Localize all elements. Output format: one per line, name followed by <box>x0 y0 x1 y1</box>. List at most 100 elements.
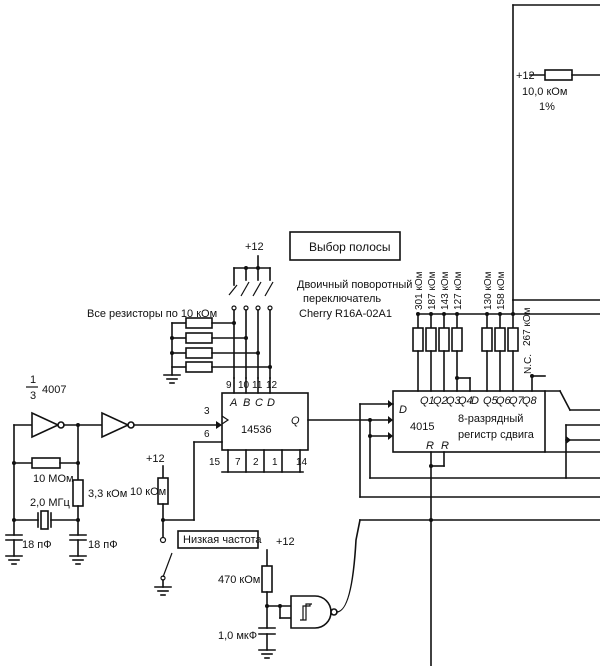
dac-resistor-value: 301 кОм <box>414 271 425 310</box>
clock-input-marker <box>221 415 230 425</box>
sr-title-line1: 8-разрядный <box>458 413 523 425</box>
junction-dot <box>455 376 459 380</box>
band-select-label: Выбор полосы <box>309 240 391 254</box>
counter-pin-left: 6 <box>204 429 210 440</box>
junction-dot <box>170 336 174 340</box>
top-resistor <box>544 69 573 81</box>
counter-input-letter: C <box>255 397 263 409</box>
inverter-fraction-num: 1 <box>30 374 36 386</box>
junction-dot <box>530 374 534 378</box>
counter-output-q: Q <box>291 415 300 427</box>
nand-output-wire <box>336 519 361 613</box>
top-supply-label: +12 <box>516 70 535 82</box>
low-freq-label: Низкая частота <box>183 534 262 546</box>
clock-arrow <box>216 421 222 429</box>
switch-caption-line1: Двоичный поворотный <box>297 279 412 291</box>
schmitt-symbol-icon <box>300 603 312 621</box>
band-select-box: Выбор полосы <box>289 231 401 261</box>
inverter-fraction-den: 3 <box>30 390 36 402</box>
dac-resistor-ladder: 301 кОм 187 кОм 143 кОм 127 кОм 130 кОм … <box>412 271 600 392</box>
rc-resistor <box>261 565 273 593</box>
junction-dot <box>455 312 459 316</box>
rc-resistor-value: 470 кОм <box>218 574 260 586</box>
dac-resistor-value: 187 кОм <box>427 271 438 310</box>
counter-part-number: 14536 <box>241 424 272 436</box>
counter-pin-bottom: 14 <box>296 457 308 468</box>
top-resistor-tolerance: 1% <box>539 101 555 113</box>
counter-14536: 9 10 11 12 A B C D 14536 Q 3 6 15 7 2 1 … <box>204 377 309 473</box>
switch-contact <box>159 536 167 544</box>
pulldown-resistor-ladder: Все резисторы по 10 кОм <box>87 308 272 384</box>
counter-pin-top: 9 <box>226 380 232 391</box>
sr-input-d: D <box>399 404 407 416</box>
junction-dot <box>368 434 372 438</box>
low-freq-switch-blade <box>162 552 173 578</box>
shift-register-4015: D 4015 8-разрядный регистр сдвига R R Q1… <box>307 354 600 666</box>
dac-resistor <box>438 327 450 352</box>
rotary-switch: +12 Двоичный поворотный переключатель Ch… <box>228 241 412 379</box>
pullup-resistor-value: 10 кОм <box>130 486 166 498</box>
junction-dot <box>511 312 515 316</box>
series-resistor-value: 3,3 кОм <box>88 488 127 500</box>
sr-q4: Q4 <box>458 395 473 407</box>
crystal-body <box>40 510 49 530</box>
switch-blade <box>264 281 274 297</box>
sr-q7: Q7 <box>509 395 525 407</box>
inverter-gate-1 <box>31 411 60 439</box>
sr-output-wire <box>558 389 572 412</box>
dac-resistor-value: 143 кОм <box>440 271 451 310</box>
counter-input-letter: D <box>267 397 275 409</box>
band-select-frame <box>289 231 401 261</box>
sr-q5: Q5 <box>483 395 499 407</box>
pulldown-resistor <box>185 317 213 329</box>
junction-dot <box>170 351 174 355</box>
junction-dot <box>429 464 433 468</box>
pulldown-resistor <box>185 332 213 344</box>
dac-resistor <box>481 327 493 352</box>
crystal-frequency: 2,0 МГц <box>30 497 70 509</box>
inverter-gate-2 <box>101 411 130 439</box>
counter-input-letter: A <box>229 397 237 409</box>
junction-dot <box>368 418 372 422</box>
rc-capacitor-value: 1,0 мкФ <box>218 630 257 642</box>
sr-q6: Q6 <box>496 395 512 407</box>
inverter-bubble <box>127 421 135 429</box>
junction-dot <box>442 312 446 316</box>
sr-q2: Q2 <box>433 395 448 407</box>
counter-pin-left: 3 <box>204 406 210 417</box>
dac-resistor <box>412 327 424 352</box>
junction-dot <box>12 461 16 465</box>
sr-part-number: 4015 <box>410 421 434 433</box>
counter-body <box>221 392 309 451</box>
junction-dot <box>256 351 260 355</box>
junction-dot <box>76 518 80 522</box>
schmitt-nand-gate <box>290 595 332 629</box>
counter-pin-top: 11 <box>252 380 263 391</box>
oscillator-section: 1 3 4007 10 МОм 3,3 кОм 2,0 МГц <box>5 374 222 565</box>
junction-dot <box>485 312 489 316</box>
cap1-value: 18 пФ <box>22 539 52 551</box>
counter-pin-top: 10 <box>238 380 250 391</box>
all-resistors-label: Все резисторы по 10 кОм <box>87 308 217 320</box>
junction-dot <box>416 312 420 316</box>
sr-reset-1: R <box>426 440 434 452</box>
pulldown-resistor <box>185 361 213 373</box>
reset-rc-network: +12 470 кОм 1,0 мкФ <box>218 519 361 659</box>
junction-dot <box>268 365 272 369</box>
sr-reset-2: R <box>441 440 449 452</box>
dac-resistor-value: 158 кОм <box>496 271 507 310</box>
junction-dot <box>498 312 502 316</box>
sr-q8: Q8 <box>522 395 538 407</box>
switch-blade <box>240 281 250 297</box>
junction-dot <box>76 461 80 465</box>
junction-dot <box>244 336 248 340</box>
arrow <box>388 400 393 408</box>
pullup-supply-label: +12 <box>146 453 165 465</box>
dac-resistor-value: 267 кОм <box>522 307 533 346</box>
feedback-resistor-value: 10 МОм <box>33 473 74 485</box>
switch-caption-line3: Cherry R16A-02A1 <box>299 308 392 320</box>
switch-blade <box>252 281 262 297</box>
pulldown-resistor <box>185 347 213 359</box>
